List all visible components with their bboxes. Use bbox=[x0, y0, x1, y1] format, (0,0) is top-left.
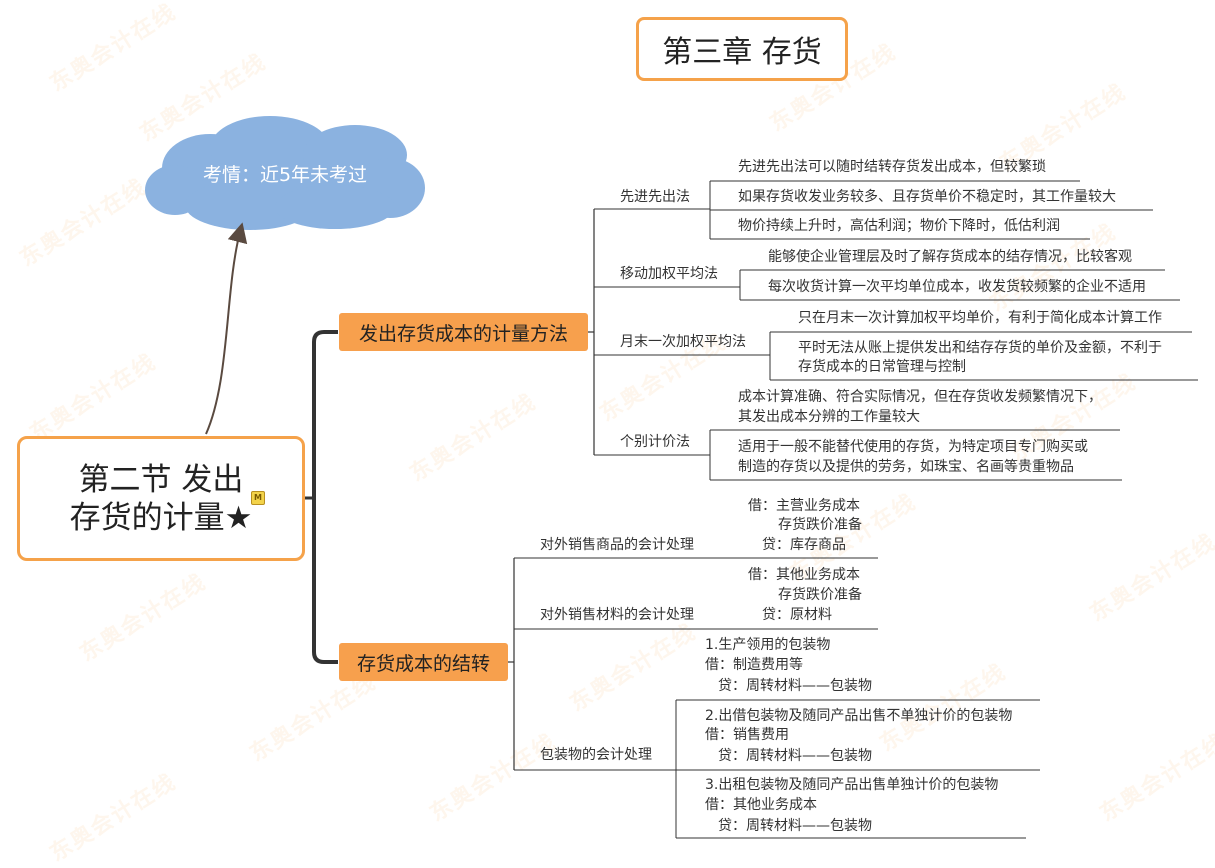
packaging-item-line: 贷：周转材料——包装物 bbox=[718, 748, 872, 764]
goods-entry-line: 贷：库存商品 bbox=[762, 537, 846, 553]
specific-identification-note: 制造的存货以及提供的劳务，如珠宝、名画等贵重物品 bbox=[738, 459, 1074, 475]
method-moving-average-label[interactable]: 移动加权平均法 bbox=[620, 266, 718, 282]
packaging-item-line: 借：制造费用等 bbox=[705, 657, 803, 673]
monthly-average-note: 平时无法从账上提供发出和结存存货的单价及金额，不利于 bbox=[798, 340, 1162, 356]
fifo-note: 如果存货收发业务较多、且存货单价不稳定时，其工作量较大 bbox=[738, 189, 1116, 205]
packaging-item-line: 贷：周转材料——包装物 bbox=[718, 678, 872, 694]
packaging-item-line: 1.生产领用的包装物 bbox=[705, 637, 831, 653]
goods-entry-line: 借：主营业务成本 bbox=[748, 498, 860, 514]
packaging-item-line: 3.出租包装物及随同产品出售单独计价的包装物 bbox=[705, 777, 999, 793]
branch-inventory-cost-transfer[interactable]: 存货成本的结转 bbox=[339, 643, 508, 681]
packaging-item-line: 借：销售费用 bbox=[705, 727, 789, 743]
method-specific-identification-label[interactable]: 个别计价法 bbox=[620, 434, 690, 450]
specific-identification-note: 其发出成本分辨的工作量较大 bbox=[738, 409, 920, 425]
monthly-average-note: 存货成本的日常管理与控制 bbox=[798, 359, 966, 375]
packaging-item-line: 2.出借包装物及随同产品出售不单独计价的包装物 bbox=[705, 708, 1013, 724]
chapter-title: 第三章 存货 bbox=[636, 17, 848, 81]
packaging-label[interactable]: 包装物的会计处理 bbox=[540, 747, 652, 763]
monthly-average-note: 只在月末一次计算加权平均单价，有利于简化成本计算工作 bbox=[798, 310, 1162, 326]
callout-arrow bbox=[205, 222, 248, 435]
materials-entry-line: 贷：原材料 bbox=[762, 607, 832, 623]
specific-identification-note: 适用于一般不能替代使用的存货，为特定项目专门购买或 bbox=[738, 439, 1088, 455]
root-title-line1: 第二节 发出 bbox=[78, 461, 244, 498]
specific-identification-note: 成本计算准确、符合实际情况，但在存货收发频繁情况下， bbox=[738, 389, 1102, 405]
packaging-item-line: 贷：周转材料——包装物 bbox=[718, 818, 872, 834]
moving-average-note: 每次收货计算一次平均单位成本，收发货较频繁的企业不适用 bbox=[768, 279, 1146, 295]
exam-info-callout: 考情：近5年未考过 bbox=[202, 164, 368, 186]
goods-sale-label[interactable]: 对外销售商品的会计处理 bbox=[540, 537, 694, 553]
materials-entry-line: 借：其他业务成本 bbox=[748, 567, 860, 583]
root-node[interactable]: 第二节 发出 存货的计量★ bbox=[17, 436, 305, 561]
packaging-item-line: 借：其他业务成本 bbox=[705, 797, 817, 813]
cloud-shape bbox=[145, 116, 425, 230]
materials-sale-label[interactable]: 对外销售材料的会计处理 bbox=[540, 607, 694, 623]
fifo-note: 先进先出法可以随时结转存货发出成本，但较繁琐 bbox=[738, 159, 1046, 175]
branch-issue-cost-methods[interactable]: 发出存货成本的计量方法 bbox=[339, 313, 588, 351]
fifo-note: 物价持续上升时，高估利润；物价下降时，低估利润 bbox=[738, 218, 1060, 234]
root-title-line2: 存货的计量★ bbox=[69, 499, 253, 536]
moving-average-note: 能够使企业管理层及时了解存货成本的结存情况，比较客观 bbox=[768, 249, 1132, 265]
goods-entry-line: 存货跌价准备 bbox=[778, 517, 862, 533]
method-monthly-average-label[interactable]: 月末一次加权平均法 bbox=[620, 334, 746, 350]
memo-icon[interactable]: M bbox=[251, 491, 265, 505]
materials-entry-line: 存货跌价准备 bbox=[778, 587, 862, 603]
method-fifo-label[interactable]: 先进先出法 bbox=[620, 189, 690, 205]
